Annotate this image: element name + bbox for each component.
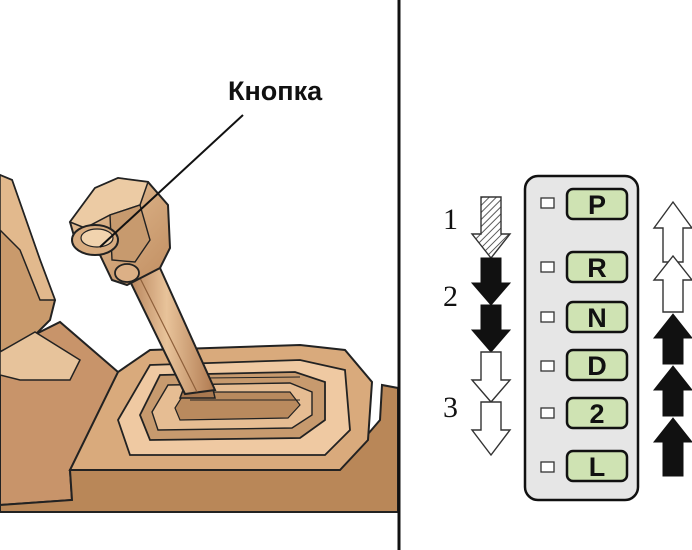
gear-lever-illustration xyxy=(0,173,399,513)
gear-indicator-light xyxy=(540,360,555,372)
gear-indicator-light xyxy=(540,461,555,473)
step-number-3: 3 xyxy=(443,391,458,424)
gear-label-R: R xyxy=(587,253,607,283)
outline-up-arrow-icon xyxy=(652,254,692,313)
gear-label-D: D xyxy=(587,351,607,381)
gear-position-L: L xyxy=(540,449,629,483)
gear-label-P: P xyxy=(588,190,606,220)
step-number-2: 2 xyxy=(443,280,458,313)
gear-position-D: D xyxy=(540,348,629,382)
filled-up-arrow-icon xyxy=(652,417,692,477)
gear-indicator-light xyxy=(540,311,555,323)
outline-up-arrow-icon xyxy=(652,200,692,263)
outline-down-arrow-icon xyxy=(470,401,512,457)
gear-position-N: N xyxy=(540,300,629,334)
gear-position-P: P xyxy=(540,187,629,221)
downshift-arrows xyxy=(470,196,512,457)
callout-leader-line xyxy=(99,114,244,248)
outline-down-arrow-icon xyxy=(470,351,512,404)
filled-down-arrow-icon xyxy=(470,304,512,353)
gear-label-2: 2 xyxy=(589,399,604,429)
filled-up-arrow-icon xyxy=(652,313,692,365)
upshift-arrows xyxy=(652,200,692,477)
callout-label: Кнопка xyxy=(228,76,323,106)
gear-label-N: N xyxy=(587,303,607,333)
gear-position-2: 2 xyxy=(540,396,629,430)
gear-position-R: R xyxy=(540,250,629,284)
hatched-down-arrow-icon xyxy=(470,196,512,260)
filled-down-arrow-icon xyxy=(470,257,512,306)
gear-indicator-light xyxy=(540,407,555,419)
filled-up-arrow-icon xyxy=(652,365,692,417)
gear-label-L: L xyxy=(589,452,606,482)
step-number-1: 1 xyxy=(443,203,458,236)
gear-indicator-light xyxy=(540,261,555,273)
gear-indicator-light xyxy=(540,197,555,209)
